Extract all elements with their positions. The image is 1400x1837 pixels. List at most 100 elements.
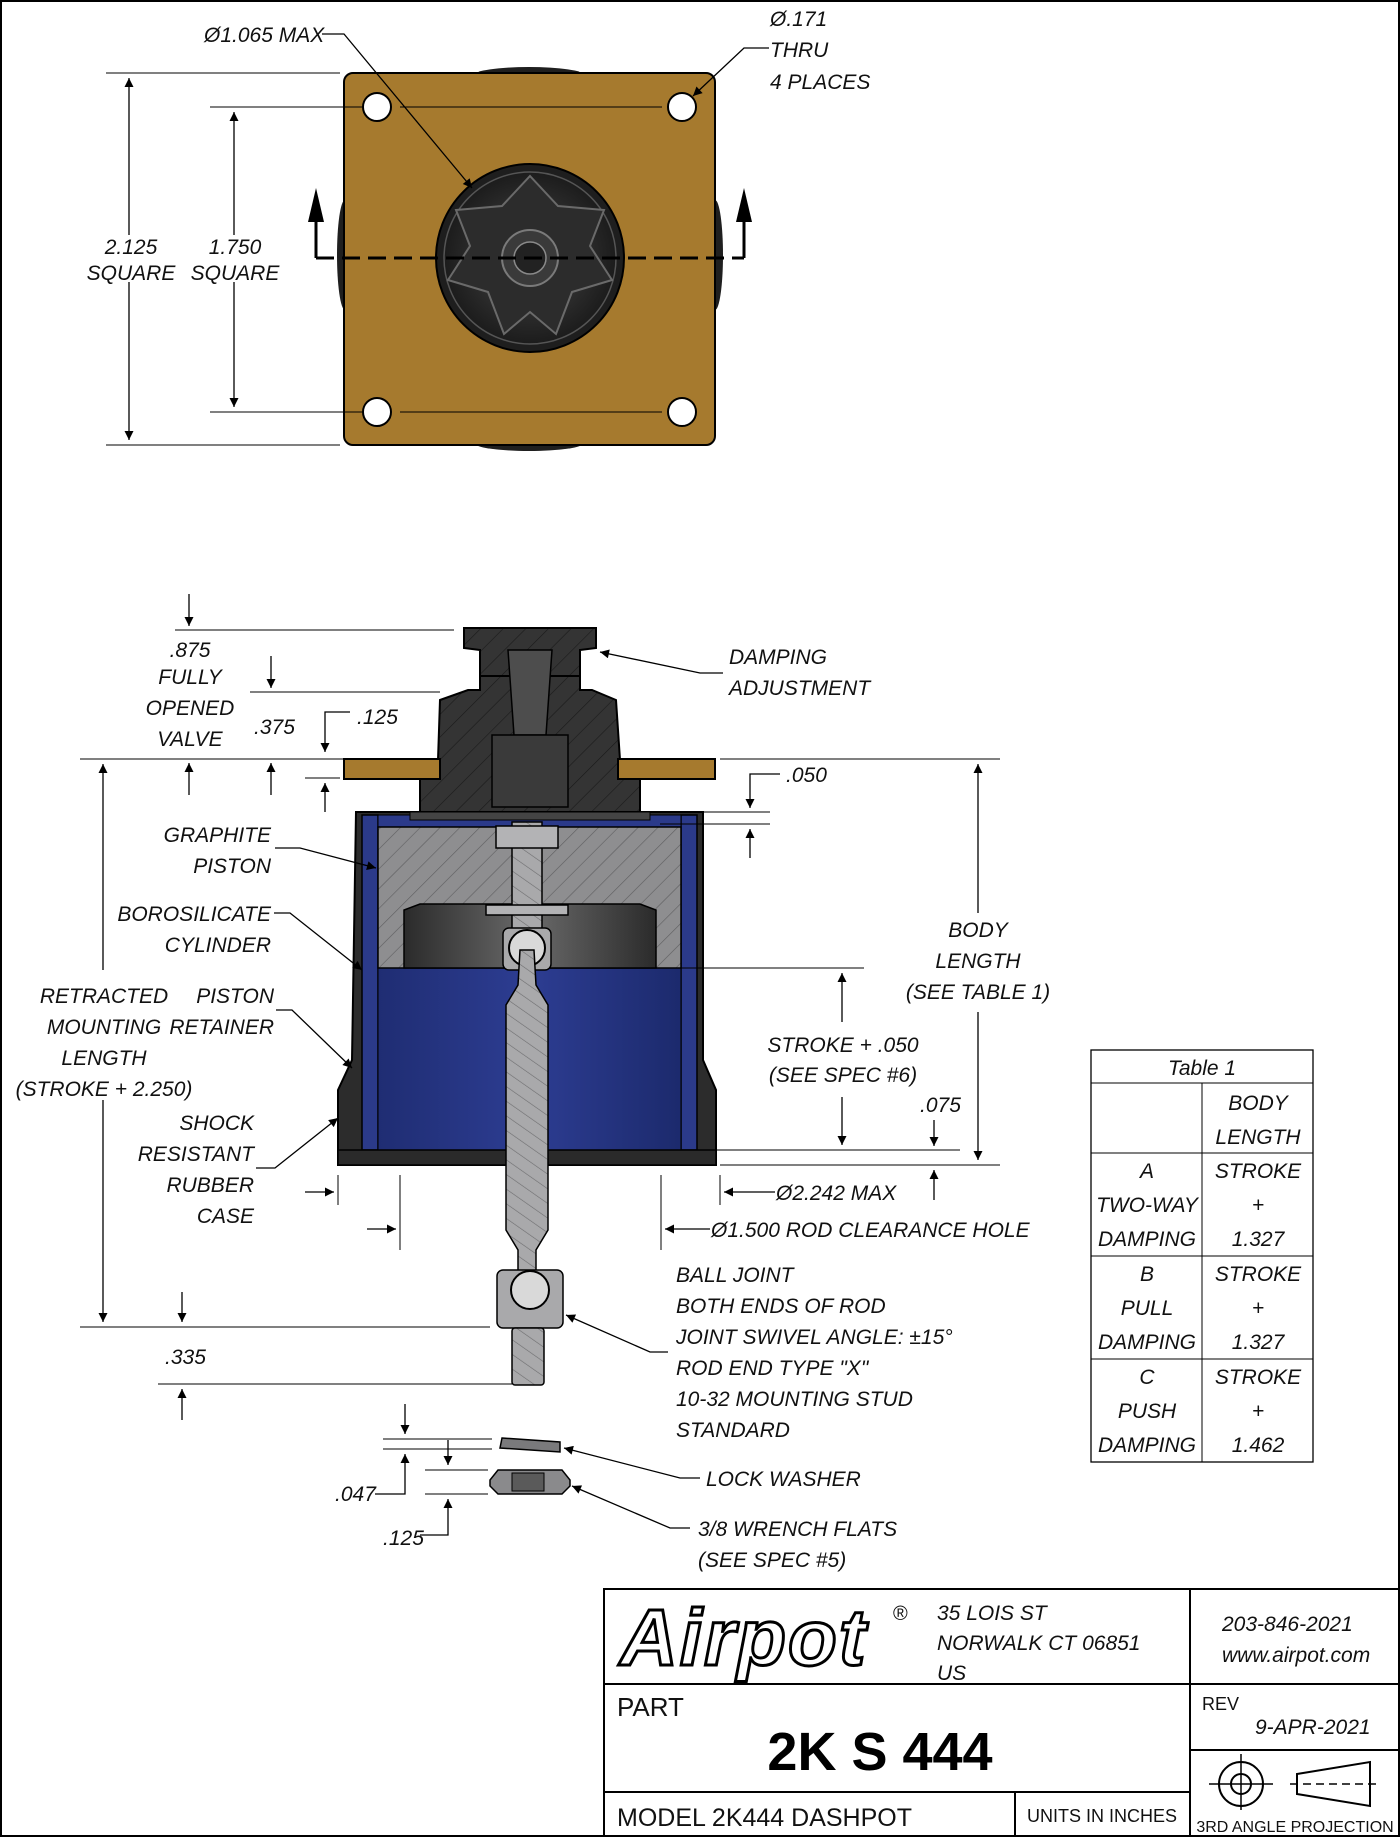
body-length-label: LENGTH	[935, 950, 1021, 973]
table-row-c-value: 1.462	[1232, 1434, 1285, 1457]
hole-diameter-label: Ø.171	[769, 8, 827, 31]
rev-date: 9-APR-2021	[1255, 1716, 1371, 1739]
stroke-050-label: STROKE + .050	[767, 1034, 918, 1057]
registered-mark: ®	[893, 1603, 908, 1625]
table-row-b-value: +	[1252, 1297, 1264, 1320]
table-row-c-type: C	[1139, 1366, 1155, 1389]
ball-joint-label: BALL JOINT	[676, 1264, 796, 1287]
both-ends-label: BOTH ENDS OF ROD	[676, 1295, 886, 1318]
swivel-label: JOINT SWIVEL ANGLE: ±15°	[675, 1326, 953, 1349]
top-view: 2.125 SQUARE 1.750 SQUARE Ø1.065 MAX Ø.1…	[87, 8, 870, 451]
outer-square-label: SQUARE	[87, 262, 177, 285]
dim-875: .875	[170, 639, 211, 662]
table-row-a-value: +	[1252, 1194, 1264, 1217]
dim-050: .050	[786, 764, 827, 787]
table-1: Table 1 BODY LENGTH A TWO-WAY DAMPING ST…	[1090, 1049, 1314, 1463]
address-line-1: 35 LOIS ST	[937, 1602, 1049, 1625]
address-line-3: US	[937, 1662, 966, 1685]
dim-125b: .125	[383, 1527, 424, 1550]
lock-washer-label: LOCK WASHER	[706, 1468, 861, 1491]
damping-label: DAMPING	[729, 646, 827, 669]
dia-1500-label: Ø1.500 ROD CLEARANCE HOLE	[710, 1219, 1031, 1242]
cylinder-wall-right	[680, 814, 698, 1151]
table-row-c-value: +	[1252, 1400, 1264, 1423]
flange-section-right	[617, 758, 716, 780]
retracted-label: RETRACTED	[40, 985, 168, 1008]
table-header-body: BODY	[1228, 1092, 1290, 1115]
hole-places-label: 4 PLACES	[770, 71, 870, 94]
rubber-label: RUBBER	[166, 1174, 254, 1197]
dim-fully: FULLY	[158, 666, 223, 689]
adjustment-label: ADJUSTMENT	[727, 677, 872, 700]
mounting-stud	[511, 1327, 545, 1386]
dim-047: .047	[335, 1483, 377, 1506]
flange-section-left	[343, 758, 441, 780]
table-title: Table 1	[1168, 1057, 1236, 1080]
table-row-b-type: B	[1140, 1263, 1154, 1286]
mounting-holes	[362, 92, 697, 427]
third-angle-projection-icon	[1209, 1754, 1380, 1810]
section-view: .875 FULLY OPENED VALVE .375 .125 .050 D…	[16, 594, 1050, 1572]
graphite-label: GRAPHITE	[164, 824, 272, 847]
wrench-flats-label: 3/8 WRENCH FLATS	[698, 1518, 897, 1541]
dim-opened: OPENED	[146, 697, 235, 720]
table-row-a-value: STROKE	[1215, 1160, 1302, 1183]
length-label: LENGTH	[61, 1047, 147, 1070]
phone-number: 203-846-2021	[1221, 1613, 1353, 1636]
lock-washer-part	[499, 1437, 561, 1453]
stroke-2250-label: (STROKE + 2.250)	[16, 1078, 193, 1101]
inner-square-label: SQUARE	[191, 262, 281, 285]
table-row-a-value: 1.327	[1232, 1228, 1286, 1251]
cylinder-label: CYLINDER	[165, 934, 271, 957]
piston-rod	[505, 949, 549, 1273]
airpot-logo: Airpot	[618, 1593, 869, 1682]
address-line-2: NORWALK CT 06851	[937, 1632, 1140, 1655]
resistant-label: RESISTANT	[138, 1143, 256, 1166]
borosilicate-label: BOROSILICATE	[117, 903, 272, 926]
inner-size-label: 1.750	[209, 236, 262, 259]
dim-075: .075	[920, 1094, 961, 1117]
part-label: PART	[617, 1692, 684, 1722]
table-row-b-value: 1.327	[1232, 1331, 1286, 1354]
part-number: 2K S 444	[767, 1722, 992, 1782]
dim-335: .335	[165, 1346, 206, 1369]
table-header-length: LENGTH	[1215, 1126, 1301, 1149]
knob-diameter-label: Ø1.065 MAX	[203, 24, 325, 47]
dim-375: .375	[254, 716, 295, 739]
mounting-label: MOUNTING	[47, 1016, 161, 1039]
piston-retainer-label-1: PISTON	[196, 985, 275, 1008]
section-line	[308, 188, 752, 260]
table-row-b-type: PULL	[1121, 1297, 1174, 1320]
units-label: UNITS IN INCHES	[1027, 1806, 1177, 1826]
shock-label: SHOCK	[179, 1112, 255, 1135]
body-label: BODY	[948, 919, 1010, 942]
table-row-b-type: DAMPING	[1098, 1331, 1196, 1354]
table-row-b-value: STROKE	[1215, 1263, 1302, 1286]
see-table-label: (SEE TABLE 1)	[906, 981, 1050, 1004]
piston-retainer-label-2: RETAINER	[169, 1016, 274, 1039]
case-label: CASE	[197, 1205, 255, 1228]
dim-125: .125	[357, 706, 398, 729]
rev-label: REV	[1202, 1694, 1239, 1714]
table-row-a-type: TWO-WAY	[1096, 1194, 1200, 1217]
piston-label: PISTON	[193, 855, 272, 878]
hole-thru-label: THRU	[770, 39, 829, 62]
see-spec5-label: (SEE SPEC #5)	[698, 1549, 846, 1572]
table-row-c-type: PUSH	[1118, 1400, 1177, 1423]
table-row-c-type: DAMPING	[1098, 1434, 1196, 1457]
stud-label: 10-32 MOUNTING STUD	[676, 1388, 913, 1411]
projection-label: 3RD ANGLE PROJECTION	[1196, 1819, 1393, 1836]
dia-2242-label: Ø2.242 MAX	[775, 1182, 897, 1205]
dim-valve: VALVE	[157, 728, 223, 751]
table-row-c-value: STROKE	[1215, 1366, 1302, 1389]
website: www.airpot.com	[1222, 1644, 1370, 1667]
see-spec6-label: (SEE SPEC #6)	[769, 1064, 917, 1087]
rod-end-label: ROD END TYPE "X"	[676, 1357, 870, 1380]
table-row-a-type: DAMPING	[1098, 1228, 1196, 1251]
standard-label: STANDARD	[676, 1419, 790, 1442]
table-row-a-type: A	[1138, 1160, 1154, 1183]
title-block: Airpot ® 35 LOIS ST NORWALK CT 06851 US …	[603, 1588, 1400, 1837]
outer-size-label: 2.125	[104, 236, 158, 259]
model-name: MODEL 2K444 DASHPOT	[617, 1804, 912, 1832]
